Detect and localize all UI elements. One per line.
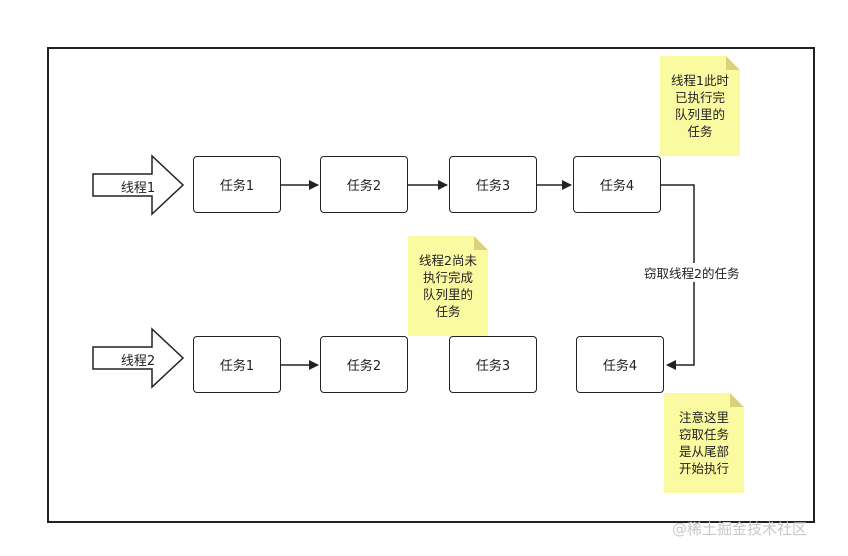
thread1-task4: 任务4 [573, 156, 661, 213]
note-line: 注意这里 [678, 410, 729, 425]
thread2-task2: 任务2 [320, 336, 408, 393]
thread2-label: 线程2 [120, 354, 156, 369]
note-line: 队列里的 [674, 107, 725, 122]
note-line: 已执行完 [674, 90, 725, 105]
note-line: 线程2尚未 [419, 253, 477, 268]
thread2-task3: 任务3 [449, 336, 537, 393]
note-line: 线程1此时 [671, 73, 729, 88]
note-line: 任务 [687, 124, 713, 139]
diagram-frame [47, 47, 815, 523]
thread1-arrow [92, 154, 185, 216]
note-line: 窃取任务 [678, 427, 729, 442]
thread1-task3: 任务3 [449, 156, 537, 213]
note-line: 开始执行 [678, 461, 729, 476]
note-line: 是从尾部 [678, 444, 729, 459]
note-line: 执行完成 [422, 270, 473, 285]
thread1-label: 线程1 [120, 181, 156, 196]
watermark: @稀土掘金技术社区 [672, 520, 808, 538]
note-line: 队列里的 [422, 287, 473, 302]
thread2-arrow [92, 327, 185, 389]
thread1-note: 线程1此时 已执行完 队列里的 任务 [660, 56, 740, 156]
thread2-task1: 任务1 [193, 336, 281, 393]
thread2-note: 线程2尚未 执行完成 队列里的 任务 [408, 236, 488, 336]
thread2-task4: 任务4 [576, 336, 664, 393]
thread1-task1: 任务1 [193, 156, 281, 213]
thread1-task2: 任务2 [320, 156, 408, 213]
note-line: 任务 [435, 304, 461, 319]
steal-label: 窃取线程2的任务 [642, 263, 742, 282]
steal-note: 注意这里 窃取任务 是从尾部 开始执行 [664, 393, 744, 493]
